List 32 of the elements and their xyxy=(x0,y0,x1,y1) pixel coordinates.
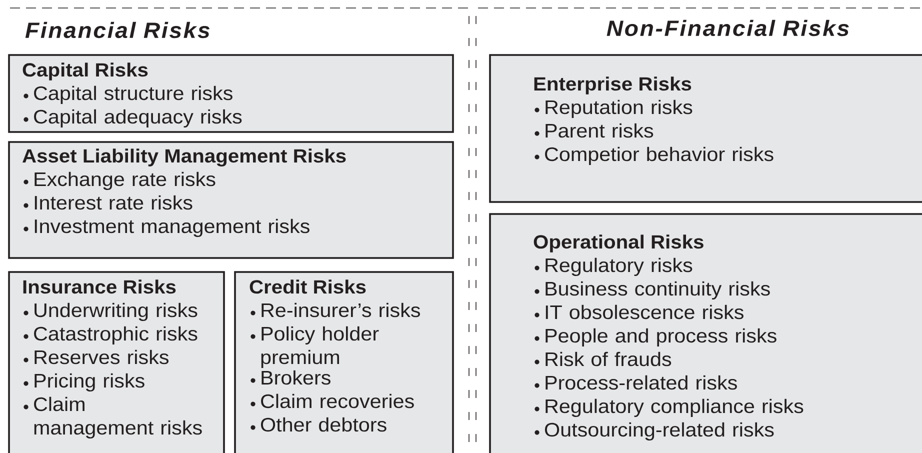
bullet-item: People and process risks xyxy=(534,328,776,346)
bullet-item: Interest rate risks xyxy=(24,195,192,210)
bullet-item: Regulatory compliance risks xyxy=(534,398,804,417)
box-heading: Asset Liability Management Risks xyxy=(22,148,346,166)
bullet-item: Reputation risks xyxy=(534,100,692,118)
bullet-item: Claim management risks xyxy=(24,396,202,438)
bullet-item: Brokers xyxy=(250,370,330,385)
bullet-item: Other debtors xyxy=(250,417,386,432)
bullet-item: Competior behavior risks xyxy=(534,146,774,165)
bullet-item: Capital structure risks xyxy=(24,86,232,104)
bullet-item: Process-related risks xyxy=(534,375,737,390)
box-heading: Operational Risks xyxy=(534,234,704,252)
bullet-item: Underwriting risks xyxy=(24,302,198,321)
bullet-item: Re-insurer’s risks xyxy=(250,302,420,318)
box-heading: Credit Risks xyxy=(250,280,366,294)
bullet-item: Reserves risks xyxy=(24,350,168,364)
bullet-item: Catastrophic risks xyxy=(24,326,198,344)
box-heading: Capital Risks xyxy=(22,62,148,80)
bullet-item: Outsourcing-related risks xyxy=(534,422,774,440)
bullet-item: Claim recoveries xyxy=(250,394,414,408)
bullet-item: Investment management risks xyxy=(24,218,310,237)
bullet-item: Business continuity risks xyxy=(534,281,770,300)
bullet-item: Policy holder premium xyxy=(250,326,379,368)
bullet-item: Exchange rate risks xyxy=(24,172,216,190)
bullet-item: IT obsolescence risks xyxy=(534,304,744,320)
bullet-item: Regulatory risks xyxy=(534,258,692,276)
bullet-item: Pricing risks xyxy=(24,373,144,392)
bullet-item: Risk of frauds xyxy=(534,352,672,366)
box-heading: Insurance Risks xyxy=(23,280,176,294)
box-heading: Enterprise Risks xyxy=(534,76,692,94)
bullet-item: Capital adequacy risks xyxy=(24,109,242,128)
bullet-item: Parent risks xyxy=(534,123,654,138)
